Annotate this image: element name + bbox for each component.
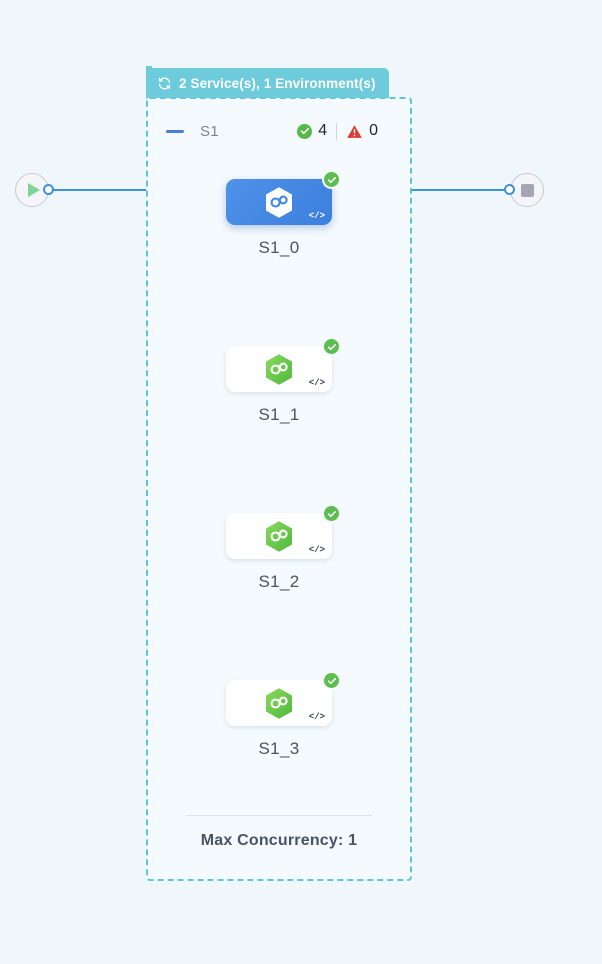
stop-icon [520, 183, 534, 197]
code-brackets-icon[interactable]: </> [308, 545, 325, 555]
check-circle-icon [322, 337, 341, 356]
end-node[interactable] [510, 173, 544, 207]
warning-count-group: 0 [346, 122, 378, 140]
node-label: S1_2 [258, 572, 300, 591]
node-s1-0[interactable]: </> S1_0 [226, 170, 341, 258]
hexagon-link-icon [264, 687, 294, 720]
node-label: S1_0 [258, 238, 300, 257]
success-count-value: 4 [318, 122, 328, 139]
node-s1-1[interactable]: </> S1_1 [226, 337, 341, 425]
check-circle-icon [322, 170, 341, 189]
hexagon-link-icon [264, 520, 294, 553]
node-card[interactable]: </> [226, 671, 341, 726]
environment-group-container[interactable] [146, 97, 412, 881]
play-icon [28, 183, 40, 197]
check-circle-icon [297, 123, 313, 139]
code-brackets-icon[interactable]: </> [308, 211, 325, 221]
node-s1-2[interactable]: </> S1_2 [226, 504, 341, 592]
node-card[interactable]: </> [226, 504, 341, 559]
node-card[interactable]: </> [226, 337, 341, 392]
check-circle-icon [322, 671, 341, 690]
status-counts: 4 0 [297, 122, 392, 140]
service-name-label: S1 [200, 122, 219, 140]
code-brackets-icon[interactable]: </> [308, 378, 325, 388]
status-divider [336, 122, 338, 140]
node-s1-3[interactable]: </> S1_3 [226, 671, 341, 759]
service-header-row: S1 4 0 [166, 118, 392, 144]
check-circle-icon [322, 504, 341, 523]
warning-triangle-icon [346, 123, 363, 140]
concurrency-divider [186, 815, 372, 816]
node-label: S1_1 [258, 405, 300, 424]
hexagon-link-icon [264, 353, 294, 386]
warning-count-value: 0 [369, 122, 378, 139]
edge-start-to-group [52, 189, 147, 191]
group-header-label: 2 Service(s), 1 Environment(s) [179, 75, 376, 91]
success-count-group: 4 [297, 122, 327, 140]
node-label: S1_3 [258, 739, 300, 758]
max-concurrency-label: Max Concurrency: 1 [200, 832, 358, 849]
minus-icon[interactable] [166, 129, 184, 133]
code-brackets-icon[interactable]: </> [308, 712, 325, 722]
hexagon-link-icon [264, 186, 294, 219]
refresh-loop-icon [157, 76, 172, 91]
group-header-badge[interactable]: 2 Service(s), 1 Environment(s) [146, 68, 389, 98]
end-connector-handle[interactable] [504, 184, 515, 195]
edge-group-to-end [412, 189, 506, 191]
start-connector-handle[interactable] [43, 184, 54, 195]
node-card[interactable]: </> [226, 170, 341, 225]
